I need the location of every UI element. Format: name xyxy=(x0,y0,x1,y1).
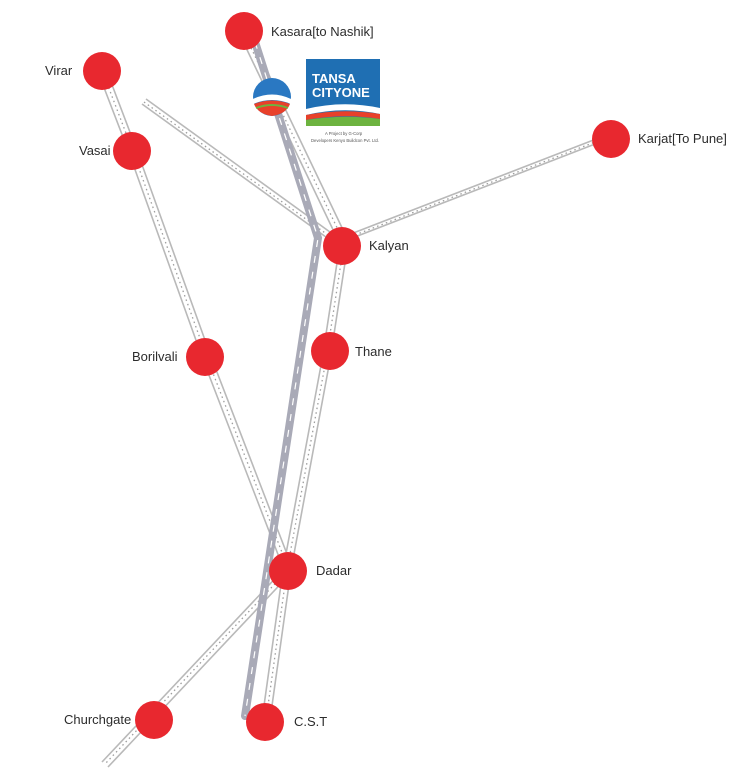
tansa-cityone-logo: TANSA CITYONE A Project by G-Corp Develo… xyxy=(306,59,380,143)
logo-tagline-1: A Project by G-Corp xyxy=(325,131,363,136)
logo-line1: TANSA xyxy=(312,71,356,86)
station-churchgate-label: Churchgate xyxy=(64,712,131,727)
station-dadar-label: Dadar xyxy=(316,563,352,578)
track-kalyan-karjat xyxy=(341,133,610,243)
station-cst-marker[interactable] xyxy=(246,703,284,741)
station-labels: Kasara[to Nashik] Virar Vasai Karjat[To … xyxy=(45,24,727,729)
station-borivali-marker[interactable] xyxy=(186,338,224,376)
station-vasai-marker[interactable] xyxy=(113,132,151,170)
track-western-line xyxy=(97,68,293,571)
station-thane-marker[interactable] xyxy=(311,332,349,370)
station-virar-marker[interactable] xyxy=(83,52,121,90)
logo-tagline-2: Developers Kenyo Buildcon Pvt. Ltd. xyxy=(311,138,379,143)
station-kalyan-marker[interactable] xyxy=(323,227,361,265)
station-karjat-label: Karjat[To Pune] xyxy=(638,131,727,146)
track-central-line xyxy=(261,249,348,721)
station-churchgate-marker[interactable] xyxy=(135,701,173,739)
project-location-marker[interactable] xyxy=(253,78,291,116)
logo-line2: CITYONE xyxy=(312,85,370,100)
station-kalyan-label: Kalyan xyxy=(369,238,409,253)
stations xyxy=(83,12,630,741)
station-kasara-marker[interactable] xyxy=(225,12,263,50)
station-kasara-label: Kasara[to Nashik] xyxy=(271,24,374,39)
highway-road xyxy=(241,38,323,720)
station-vasai-label: Vasai xyxy=(79,143,111,158)
station-cst-label: C.S.T xyxy=(294,714,327,729)
station-thane-label: Thane xyxy=(355,344,392,359)
station-borivali-label: Borilvali xyxy=(132,349,178,364)
station-dadar-marker[interactable] xyxy=(269,552,307,590)
station-virar-label: Virar xyxy=(45,63,73,78)
station-karjat-marker[interactable] xyxy=(592,120,630,158)
railway-tracks xyxy=(97,28,610,768)
